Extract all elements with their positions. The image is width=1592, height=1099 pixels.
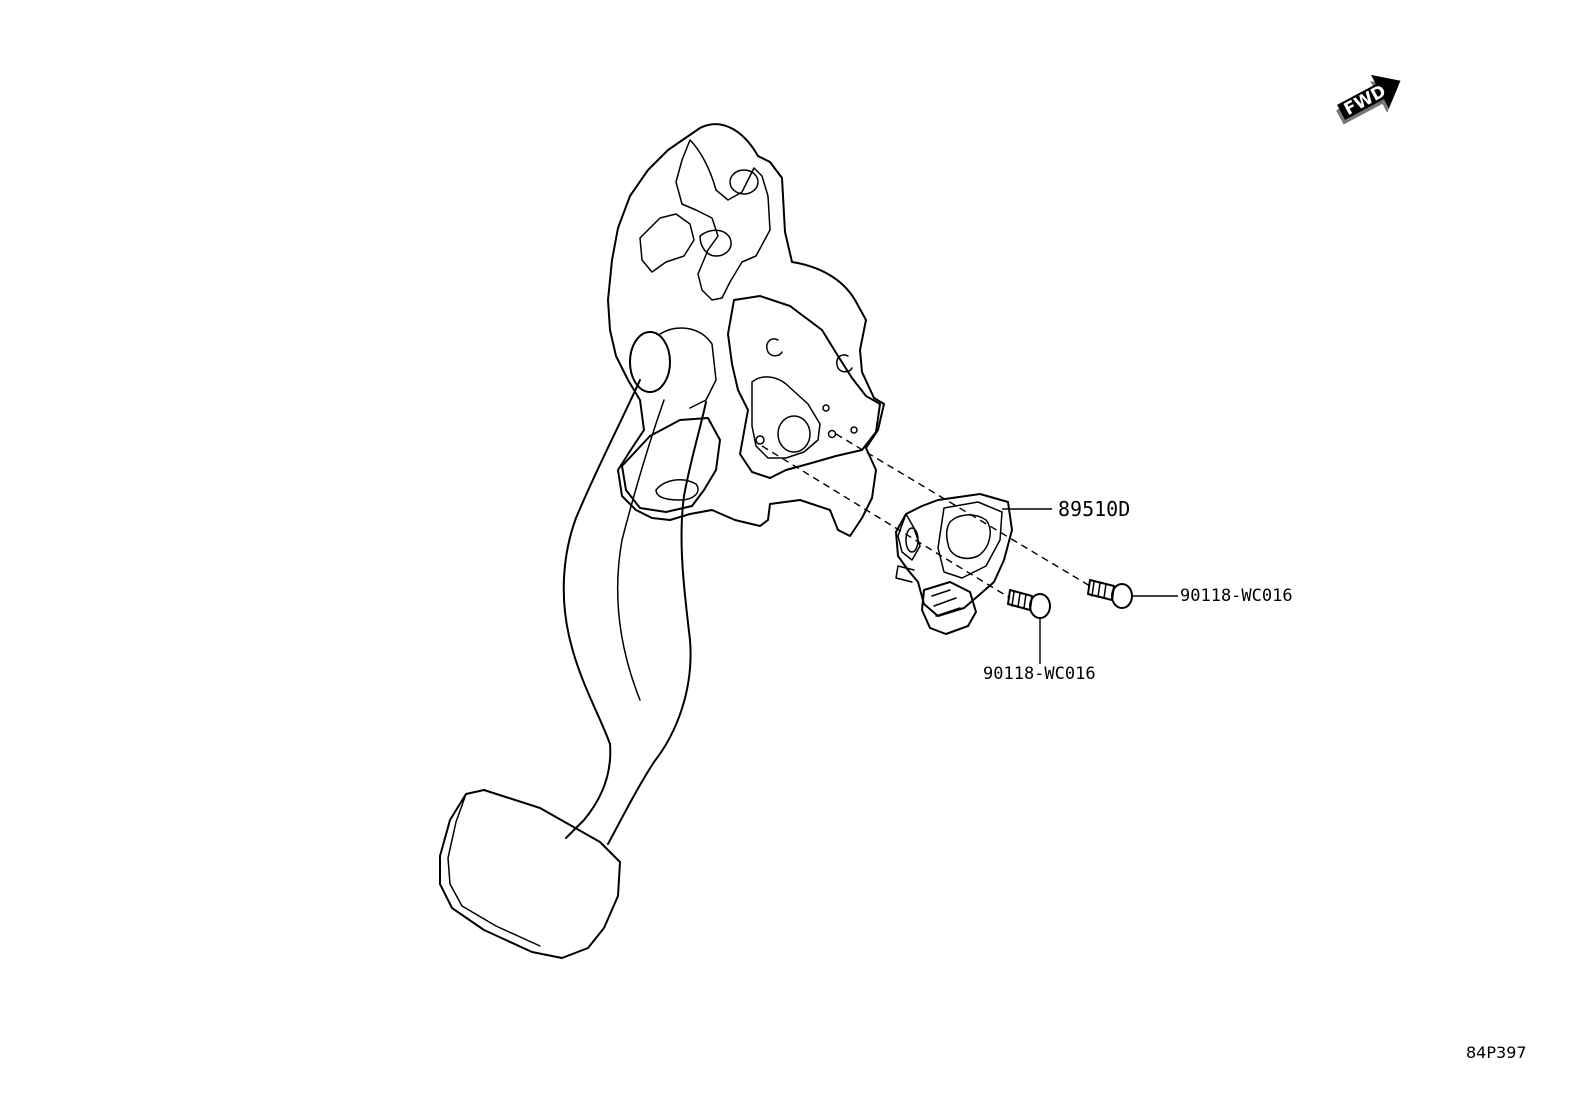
clip-mark-1 xyxy=(766,338,783,357)
bolt-upper-head xyxy=(1111,583,1133,609)
illustration-reference-code: 84P397 xyxy=(1466,1043,1527,1062)
sensor-mount-hole xyxy=(777,415,811,453)
sensor-pin xyxy=(895,565,915,583)
pedal-arm xyxy=(562,379,707,845)
bracket-hook xyxy=(639,213,695,273)
bolt-upper-thread xyxy=(1091,581,1107,599)
bolt-lower-thread xyxy=(1011,591,1027,609)
bracket-upper-detail xyxy=(675,139,771,301)
bracket-lower-lug xyxy=(621,417,721,513)
plate-hole-2 xyxy=(827,429,837,439)
pedal-arm-web xyxy=(616,399,665,701)
mount-plate-inner xyxy=(751,376,821,459)
forward-arrow-body xyxy=(1337,74,1401,120)
bracket-lower-lug-detail xyxy=(655,478,699,501)
bolt-lower[interactable] xyxy=(1007,589,1051,619)
sensor-connector xyxy=(921,581,977,635)
callout-bolt-lower[interactable]: 90118-WC016 xyxy=(983,664,1096,684)
sensor-ring xyxy=(945,514,991,560)
forward-arrow-icon: FWD xyxy=(1336,74,1401,125)
assembly-line-1 xyxy=(835,433,1091,587)
pedal-bracket-outline xyxy=(607,123,885,537)
fwd-label: FWD xyxy=(1341,81,1390,120)
sensor-mount-plate xyxy=(727,295,881,479)
pivot-pin-top xyxy=(729,169,759,195)
bolt-lower-head xyxy=(1029,593,1051,619)
plate-hole-3 xyxy=(822,404,830,412)
pedal-pad xyxy=(439,789,621,959)
pedal-position-sensor[interactable] xyxy=(895,493,1013,635)
sensor-face xyxy=(937,501,1003,579)
plate-hole-1 xyxy=(755,435,765,445)
clip-mark-2 xyxy=(836,354,853,373)
pedal-pad-face xyxy=(447,793,541,947)
sensor-flange-hole xyxy=(905,527,919,553)
pivot-boss-left xyxy=(629,331,671,393)
pivot-boss-sleeve xyxy=(659,327,717,409)
callout-bolt-upper[interactable]: 90118-WC016 xyxy=(1180,586,1293,606)
bolt-upper-shank xyxy=(1087,579,1115,601)
plate-hole-4 xyxy=(850,426,858,434)
callout-89510D[interactable]: 89510D xyxy=(1058,497,1130,521)
bolt-upper[interactable] xyxy=(1087,579,1133,609)
brake-pedal-assembly xyxy=(439,123,885,959)
bracket-tab xyxy=(699,229,732,257)
assembly-line-2 xyxy=(761,445,1011,599)
sensor-connector-ribs xyxy=(931,589,961,617)
